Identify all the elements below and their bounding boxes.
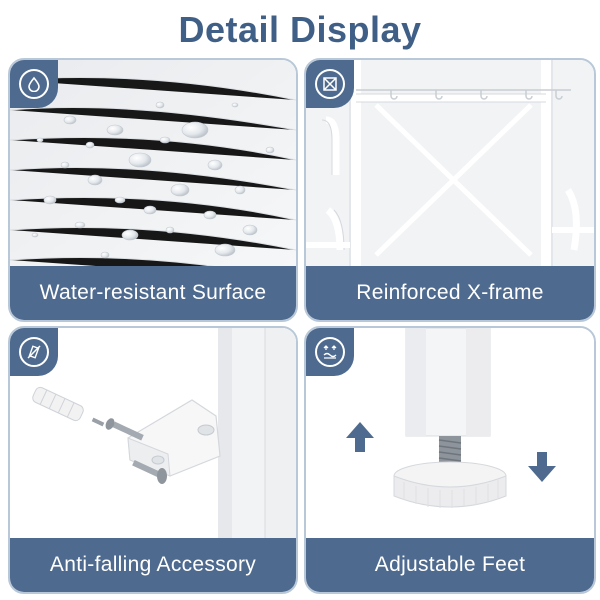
x-frame-icon: [315, 69, 345, 99]
arrow-down-icon: [528, 452, 556, 482]
leveling-foot-graphic: [393, 461, 507, 508]
page-title: Detail Display: [178, 9, 422, 50]
caption-x-frame: Reinforced X-frame: [306, 266, 594, 320]
l-bracket-graphic: [127, 399, 221, 477]
adjustable-feet-image: [306, 328, 594, 540]
caption-adjustable-feet: Adjustable Feet: [306, 538, 594, 592]
water-surface-image: [10, 60, 296, 268]
x-frame-badge: [306, 60, 354, 108]
caption-water-resistant: Water-resistant Surface: [10, 266, 296, 320]
water-drop-badge: [10, 60, 58, 108]
feature-card-x-frame: Reinforced X-frame: [304, 58, 596, 322]
wall-anchor-graphic: [32, 386, 105, 427]
anti-falling-accessory-image: [10, 328, 296, 540]
adjustable-feet-icon: [315, 337, 345, 367]
arrow-up-icon: [346, 422, 374, 452]
adjustable-feet-badge: [306, 328, 354, 376]
water-drop-icon: [19, 69, 49, 99]
anti-tip-icon: [19, 337, 49, 367]
feature-card-water-resistant: Water-resistant Surface: [8, 58, 298, 322]
x-frame-image: [306, 60, 594, 268]
feature-card-anti-falling: Anti-falling Accessory: [8, 326, 298, 594]
feature-card-adjustable-feet: Adjustable Feet: [304, 326, 596, 594]
anti-tip-badge: [10, 328, 58, 376]
caption-anti-falling: Anti-falling Accessory: [10, 538, 296, 592]
screw-graphic: [105, 418, 167, 484]
table-leg-graphic: [405, 328, 491, 437]
